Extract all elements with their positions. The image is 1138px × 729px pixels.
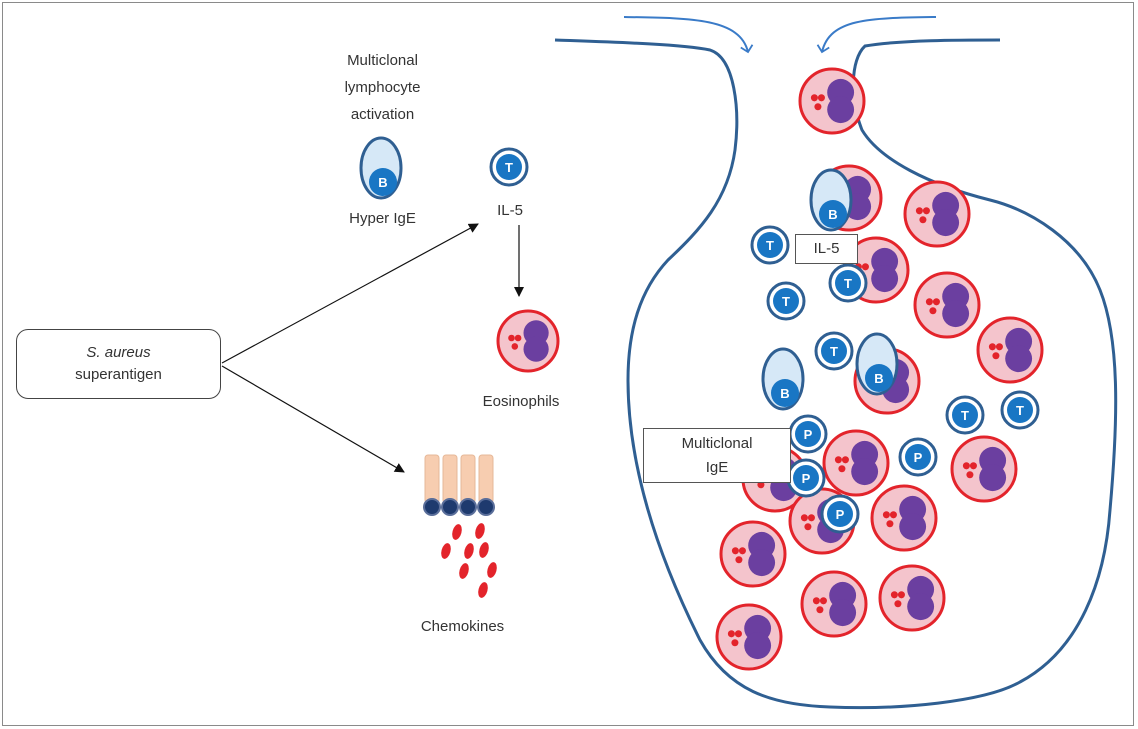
eosinophils-label: Eosinophils bbox=[482, 393, 560, 410]
plasma-cell-2: P bbox=[898, 437, 938, 477]
eosinophil-1 bbox=[798, 67, 866, 135]
hyper-ige-label: Hyper IgE bbox=[349, 210, 416, 227]
svg-text:P: P bbox=[836, 507, 845, 522]
superantigen-species: S. aureus bbox=[86, 344, 151, 361]
svg-text:T: T bbox=[1016, 403, 1024, 418]
il5-label: IL-5 bbox=[497, 202, 523, 219]
eosinophil-6 bbox=[976, 316, 1044, 384]
plasma-cell-1: P bbox=[788, 414, 828, 454]
t-cell-gland-6: T bbox=[1000, 390, 1040, 430]
b-cell-gland-3: B bbox=[855, 332, 899, 396]
chemokines-label: Chemokines bbox=[420, 618, 505, 635]
svg-text:T: T bbox=[766, 238, 774, 253]
svg-text:P: P bbox=[804, 427, 813, 442]
multiclonal-ige-line1: Multiclonal bbox=[681, 435, 753, 452]
activation-title-line1: Multiclonal bbox=[347, 52, 418, 69]
b-cell-hyper-ige: B bbox=[359, 136, 403, 200]
svg-text:B: B bbox=[874, 371, 883, 386]
superantigen-box: S. aureus superantigen bbox=[16, 329, 221, 399]
svg-text:T: T bbox=[844, 276, 852, 291]
flow-arrow-left bbox=[623, 16, 754, 54]
il5-box: IL-5 bbox=[795, 234, 858, 264]
arrow-to-il5 bbox=[221, 223, 479, 364]
svg-text:B: B bbox=[780, 386, 789, 401]
lymphocyte-layer: B T B B B T T T T T T P P P P bbox=[359, 136, 1040, 534]
eosinophil-12 bbox=[870, 484, 938, 552]
chemokine-particles bbox=[441, 523, 497, 598]
eosinophil-left bbox=[496, 309, 560, 373]
plasma-cell-3: P bbox=[786, 458, 826, 498]
epithelium-cells bbox=[423, 454, 495, 516]
eosinophil-15 bbox=[878, 564, 946, 632]
t-cell-gland-3: T bbox=[766, 281, 806, 321]
activation-title: Multiclonal lymphocyte activation bbox=[325, 47, 440, 128]
eosinophil-14 bbox=[800, 570, 868, 638]
svg-text:P: P bbox=[802, 471, 811, 486]
t-cell-gland-4: T bbox=[814, 331, 854, 371]
t-cell-gland-2: T bbox=[828, 263, 868, 303]
t-cell-gland-5: T bbox=[945, 395, 985, 435]
activation-title-line3: activation bbox=[350, 106, 415, 123]
b-cell-gland-1: B bbox=[809, 168, 853, 232]
svg-text:B: B bbox=[378, 175, 387, 190]
t-cell-gland-1: T bbox=[750, 225, 790, 265]
eosinophil-13 bbox=[719, 520, 787, 588]
activation-title-line2: lymphocyte bbox=[344, 79, 421, 96]
multiclonal-ige-line2: IgE bbox=[705, 459, 729, 476]
eosinophil-8 bbox=[822, 429, 890, 497]
t-cell-il5: T bbox=[489, 147, 529, 187]
plasma-cell-4: P bbox=[820, 494, 860, 534]
eosinophil-9 bbox=[950, 435, 1018, 503]
flow-arrow-right bbox=[816, 16, 937, 54]
eosinophil-layer bbox=[496, 67, 1044, 671]
svg-text:T: T bbox=[961, 408, 969, 423]
b-cell-gland-2: B bbox=[761, 347, 805, 411]
svg-text:B: B bbox=[828, 207, 837, 222]
svg-text:T: T bbox=[782, 294, 790, 309]
svg-text:T: T bbox=[505, 160, 513, 175]
eosinophil-16 bbox=[715, 603, 783, 671]
gland-outline bbox=[554, 38, 1118, 710]
eosinophil-5 bbox=[913, 271, 981, 339]
svg-text:T: T bbox=[830, 344, 838, 359]
multiclonal-ige-box: Multiclonal IgE bbox=[643, 428, 791, 483]
svg-text:P: P bbox=[914, 450, 923, 465]
eosinophil-3 bbox=[903, 180, 971, 248]
superantigen-label: superantigen bbox=[75, 366, 162, 383]
arrow-to-chemokines bbox=[221, 365, 405, 473]
